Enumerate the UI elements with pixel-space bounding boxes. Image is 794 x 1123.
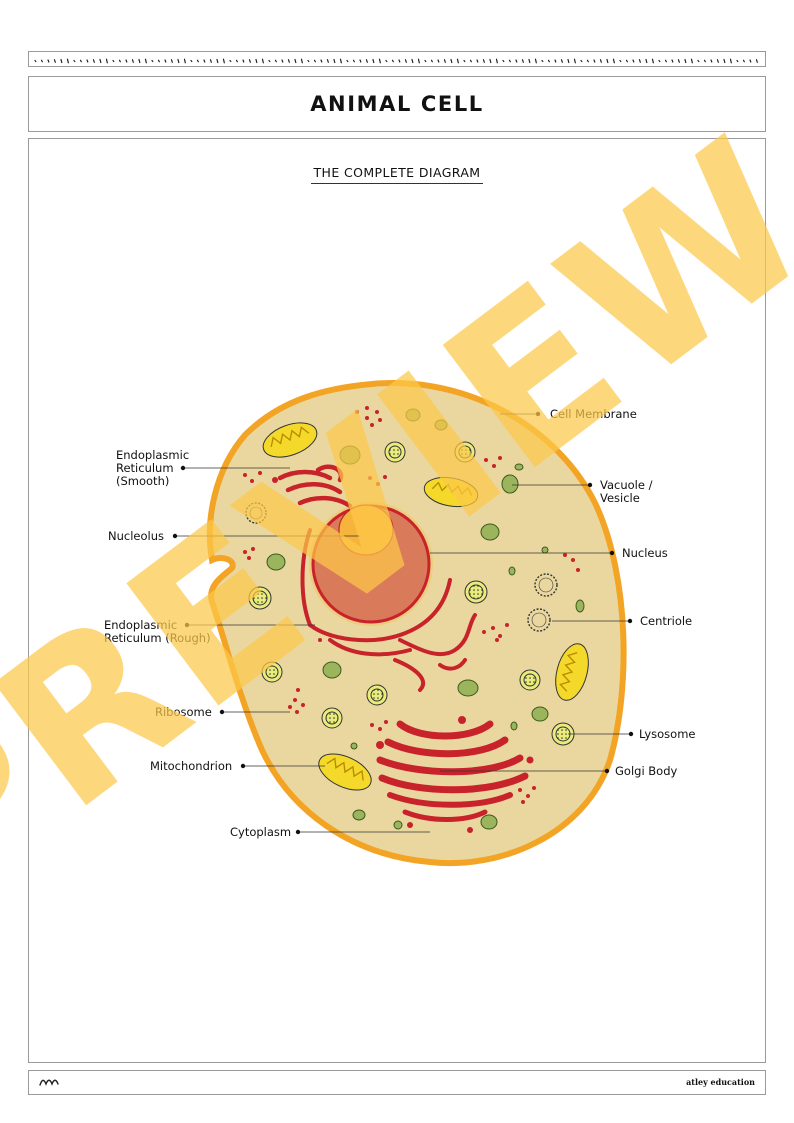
title-panel: ANIMAL CELL	[28, 76, 766, 132]
footer: atley education	[28, 1070, 766, 1095]
label-nucleolus: Nucleolus	[108, 529, 164, 543]
label-golgi-body: Golgi Body	[615, 764, 678, 778]
nucleolus	[338, 504, 394, 556]
diagram-subtitle: THE COMPLETE DIAGRAM	[311, 165, 483, 184]
label-vacuole-2: Vesicle	[600, 491, 640, 505]
golgi-body	[376, 716, 534, 833]
label-nucleus: Nucleus	[622, 546, 668, 560]
label-centriole: Centriole	[640, 614, 692, 628]
page-title: ANIMAL CELL	[310, 92, 484, 116]
label-er-smooth-1: Endoplasmic	[116, 448, 189, 462]
vacuoles	[266, 408, 585, 830]
label-er-smooth-3: (Smooth)	[116, 474, 169, 488]
label-lysosome: Lysosome	[639, 727, 696, 741]
diagram-panel	[28, 138, 766, 1063]
diagram-subtitle-wrap: THE COMPLETE DIAGRAM	[0, 165, 794, 184]
brand-name: atley education	[686, 1077, 755, 1087]
decorative-border-strip	[28, 51, 766, 67]
rough-endoplasmic-reticulum	[300, 528, 477, 692]
label-cytoplasm: Cytoplasm	[230, 825, 291, 839]
label-vacuole-1: Vacuole /	[600, 478, 653, 492]
centrioles	[245, 502, 558, 632]
mitochondria	[262, 422, 589, 791]
ribosomes	[243, 406, 580, 804]
label-cell-membrane: Cell Membrane	[550, 407, 637, 421]
label-ribosome: Ribosome	[155, 705, 212, 719]
label-er-rough-1: Endoplasmic	[104, 618, 177, 632]
label-mitochondrion: Mitochondrion	[150, 759, 232, 773]
smooth-endoplasmic-reticulum	[272, 464, 353, 509]
label-er-rough-2: Reticulum (Rough)	[104, 631, 211, 645]
leader-lines	[172, 411, 634, 835]
label-er-smooth-2: Reticulum	[116, 461, 174, 475]
cell-membrane	[206, 380, 627, 866]
wave-logo-icon	[39, 1079, 59, 1086]
dash-pattern-icon	[34, 58, 758, 64]
